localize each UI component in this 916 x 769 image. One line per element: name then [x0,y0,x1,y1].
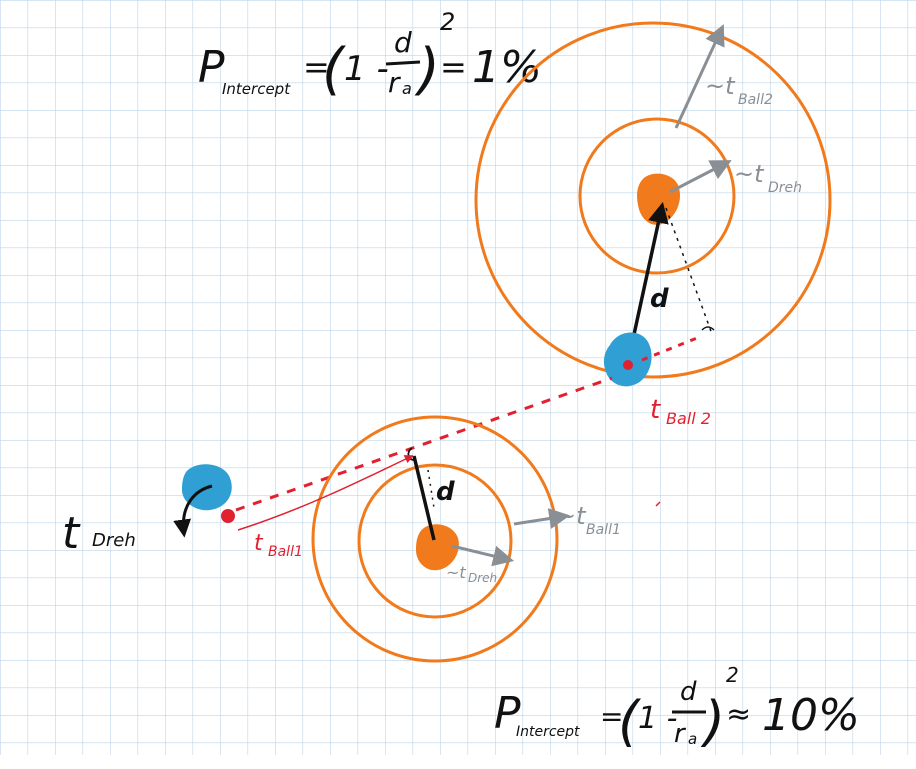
top-tdreh-label: ~t [734,160,765,188]
trajectory-dashed-line [235,376,613,512]
bottom-tdreh-label: ~t [446,563,466,582]
bottom-outer-ring [311,415,559,663]
formula-bottom-p: P [494,688,521,739]
rotation-arrow [173,484,213,538]
formula-top-fraction-numerator: d [394,26,412,59]
formula-bottom-fraction-numerator: d [680,677,697,707]
formula-bottom-fraction-denominator: r [674,719,687,749]
blue-ball-2 [603,332,652,387]
red-tball2-label: t [650,395,661,425]
red-tball1-sub: Ball1 [268,544,303,560]
formula-bottom-approx: ≈ [726,697,751,732]
top-tball2-sub: Ball2 [738,92,773,108]
formula-top-open-paren: ( [322,37,346,102]
formula-bottom-result: 10% [762,690,860,741]
formula-bottom-p-subscript: Intercept [516,724,580,740]
formula-bottom-open-paren: ( [618,690,642,753]
formula-bottom-equals: = [600,700,623,733]
formula-top-p: P [198,42,225,93]
top-tdreh-arrow [669,160,732,194]
formula-top-equals-2: = [440,48,467,86]
top-inner-ring [578,117,736,275]
bottom-orange-target [416,524,459,571]
red-tball1-label: t [254,531,264,556]
formula-top-one-minus: 1 - [344,49,389,89]
bottom-tball1-label: ~t [556,502,587,530]
bottom-tball1-arrow [513,508,571,529]
bottom-inner-ring [357,463,513,619]
bottom-d-label: d [436,477,455,507]
left-ball-group: t Dreh t Ball1 [62,464,303,560]
formula-top-exponent: 2 [440,8,455,36]
formula-top-result: 1% [472,42,542,93]
formula-top-fraction-denominator: r [388,66,401,99]
top-target: ~t Ball2 ~t Dreh d t Ball 2 [474,21,832,428]
formula-top-p-subscript: Intercept [222,80,291,98]
formula-bottom-fraction-denominator-sub: a [688,730,697,748]
top-tdreh-sub: Dreh [768,180,802,196]
formula-top-fraction-denominator-sub: a [402,79,412,98]
ball-1-red-dot [221,509,235,523]
top-tball2-arrow [674,24,725,129]
ball-2-red-dot [623,360,633,370]
top-orange-target [637,173,681,225]
bottom-target: d ~t Ball1 ~t Dreh [311,415,621,663]
formula-top-fraction-bar [385,60,421,66]
top-d-label: d [650,284,669,314]
formula-bottom-one-minus: 1 - [638,701,677,736]
left-tdreh-sub: Dreh [92,530,136,551]
left-tdreh-label: t [62,508,81,559]
formula-top: P Intercept = ( 1 - d r a ) 2 = 1% [198,8,542,102]
top-tball2-label: ~t [705,72,736,100]
tball1-red-arrow [237,455,414,531]
bottom-tball1-sub: Ball1 [586,522,621,538]
trajectory-dashed-extension [641,334,703,362]
formula-bottom: P Intercept = ( 1 - d r a ) 2 ≈ 10% [494,663,860,753]
stray-red-mark [655,501,661,507]
top-outer-ring [474,21,832,379]
bottom-tdreh-sub: Dreh [468,571,497,585]
formula-bottom-exponent: 2 [726,663,739,687]
formula-top-close-paren: ) [414,37,440,102]
bottom-d-line [412,455,436,541]
formula-top-equals: = [303,48,330,86]
formula-bottom-close-paren: ) [700,690,725,753]
bottom-tdreh-arrow [451,544,515,567]
red-tball2-sub: Ball 2 [666,409,711,428]
top-right-angle-mark [701,326,715,331]
